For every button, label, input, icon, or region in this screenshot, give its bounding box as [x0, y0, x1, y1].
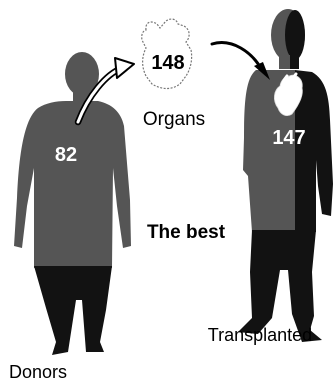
organs-label: Organs — [143, 109, 205, 130]
transplanted-label: Transplanted — [208, 325, 312, 345]
donor-silhouette — [14, 52, 131, 355]
organs-count: 148 — [151, 52, 184, 74]
donors-label: Donors — [9, 362, 67, 382]
donors-count: 82 — [55, 144, 77, 166]
caption-the-best: The best — [147, 222, 226, 243]
transplanted-count: 147 — [272, 127, 305, 149]
